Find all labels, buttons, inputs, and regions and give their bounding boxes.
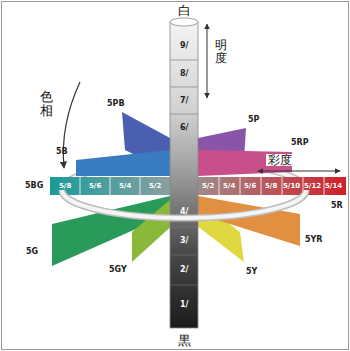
hue-label: 5RP — [291, 139, 309, 147]
hue-label: 5YR — [305, 236, 323, 244]
value-number: 9/ — [180, 42, 189, 50]
value-number: 2/ — [180, 266, 189, 274]
chroma-number: 5/8 — [265, 183, 277, 190]
chroma-number: 5/6 — [89, 183, 101, 190]
hue-label: 5Y — [246, 268, 257, 276]
value-arrow — [207, 24, 208, 98]
chroma-arrow — [258, 171, 340, 172]
hue-label: 5BG — [25, 182, 43, 190]
chroma-number: 5/12 — [304, 183, 321, 190]
value-number: 8/ — [180, 70, 189, 78]
hue-label: 5R — [331, 202, 343, 210]
chroma-arm — [50, 177, 170, 195]
black-label: 黒 — [178, 334, 191, 347]
hue-label: 5GY — [109, 266, 127, 274]
axis-title: 色相 — [40, 90, 53, 119]
chroma-number: 5/6 — [244, 183, 256, 190]
hue-panel — [132, 198, 176, 262]
axis-title: 彩度 — [266, 154, 294, 166]
value-column — [170, 22, 198, 328]
value-number: 4/ — [180, 208, 189, 216]
hue-label: 5G — [26, 248, 38, 256]
chroma-number: 5/4 — [119, 183, 131, 190]
chroma-number: 5/4 — [223, 183, 235, 190]
chroma-number: 5/2 — [202, 183, 214, 190]
chroma-number: 5/2 — [149, 183, 161, 190]
value-number: 1/ — [180, 301, 189, 309]
hue-panel — [76, 150, 170, 176]
chroma-number: 5/14 — [325, 183, 342, 190]
hue-label: 5P — [248, 116, 259, 124]
chroma-arm — [198, 177, 346, 195]
chroma-number: 5/8 — [59, 183, 71, 190]
chroma-number: 5/10 — [283, 183, 300, 190]
value-number: 7/ — [180, 97, 189, 105]
value-number: 6/ — [180, 124, 189, 132]
value-number: 3/ — [180, 237, 189, 245]
hue-label: 5PB — [107, 100, 125, 108]
hue-label: 5B — [56, 148, 68, 156]
axis-title: 明度 — [215, 39, 227, 65]
white-label: 白 — [178, 4, 191, 17]
